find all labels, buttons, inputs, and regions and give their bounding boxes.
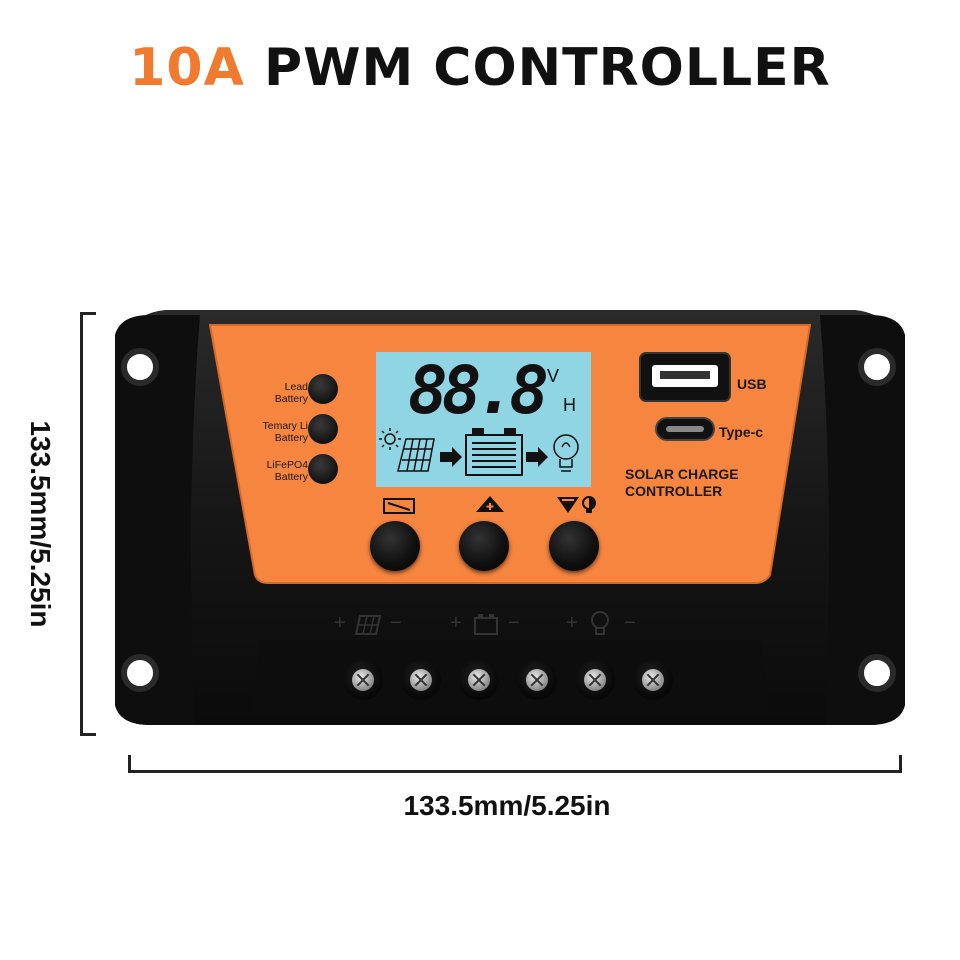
terminal-screw[interactable] [517,660,557,700]
height-dimension-tick-bottom [80,733,96,736]
up-button[interactable] [459,521,509,571]
solar-minus-sign: − [390,612,402,634]
width-dimension-label: 133.5mm/5.25in [403,790,611,821]
terminal-screw[interactable] [401,660,441,700]
mount-hole-top-left [121,348,159,386]
menu-icon [383,498,415,514]
page-title: 10A PWM CONTROLLER [0,38,960,98]
solar-terminal-icon [354,615,382,635]
down-light-button[interactable] [549,521,599,571]
down-light-icon [557,496,596,513]
lcd-flow-icons [379,428,579,476]
controller-body [115,310,905,725]
solar-plus-sign: + [334,612,346,634]
terminal-screw[interactable] [343,660,383,700]
up-plus-icon [476,496,504,512]
terminal-screw[interactable] [459,660,499,700]
battery-plus-sign: + [450,612,462,634]
lcd-unit-v: V [547,366,560,386]
mount-hole-bottom-left [121,654,159,692]
arrow-icon [440,447,462,467]
battery-minus-sign: − [508,612,520,634]
load-terminal-icon [591,611,609,635]
height-dimension-tick-top [80,312,96,315]
typec-label: Type-c [719,424,764,440]
width-dimension-line [128,770,902,773]
title-accent: 10A [129,38,245,98]
mode-indicator-lead[interactable] [308,374,338,404]
lcd-screen [376,352,591,487]
lcd-digits: 88.8 [408,352,549,429]
terminal-screw[interactable] [575,660,615,700]
width-dimension-tick-right [899,755,902,773]
height-dimension-line [80,312,83,736]
width-dimension-tick-left [128,755,131,773]
battery-terminal-icon [474,614,498,635]
terminal-screw[interactable] [633,660,673,700]
load-minus-sign: − [624,612,636,634]
battery-icon [465,428,523,476]
height-dimension-label: 133.5mm/5.25in [25,420,56,628]
title-rest: PWM CONTROLLER [263,38,831,98]
bulb-icon [553,434,579,472]
mode-indicator-ternary-li[interactable] [308,414,338,444]
usb-label: USB [737,376,767,392]
mount-hole-bottom-right [858,654,896,692]
solar-panel-icon [397,438,435,472]
arrow-icon [526,447,548,467]
mode-indicator-lifepo4[interactable] [308,454,338,484]
menu-button[interactable] [370,521,420,571]
load-plus-sign: + [566,612,578,634]
sun-icon [379,428,401,450]
mount-hole-top-right [858,348,896,386]
lcd-unit-h: H [563,395,576,415]
